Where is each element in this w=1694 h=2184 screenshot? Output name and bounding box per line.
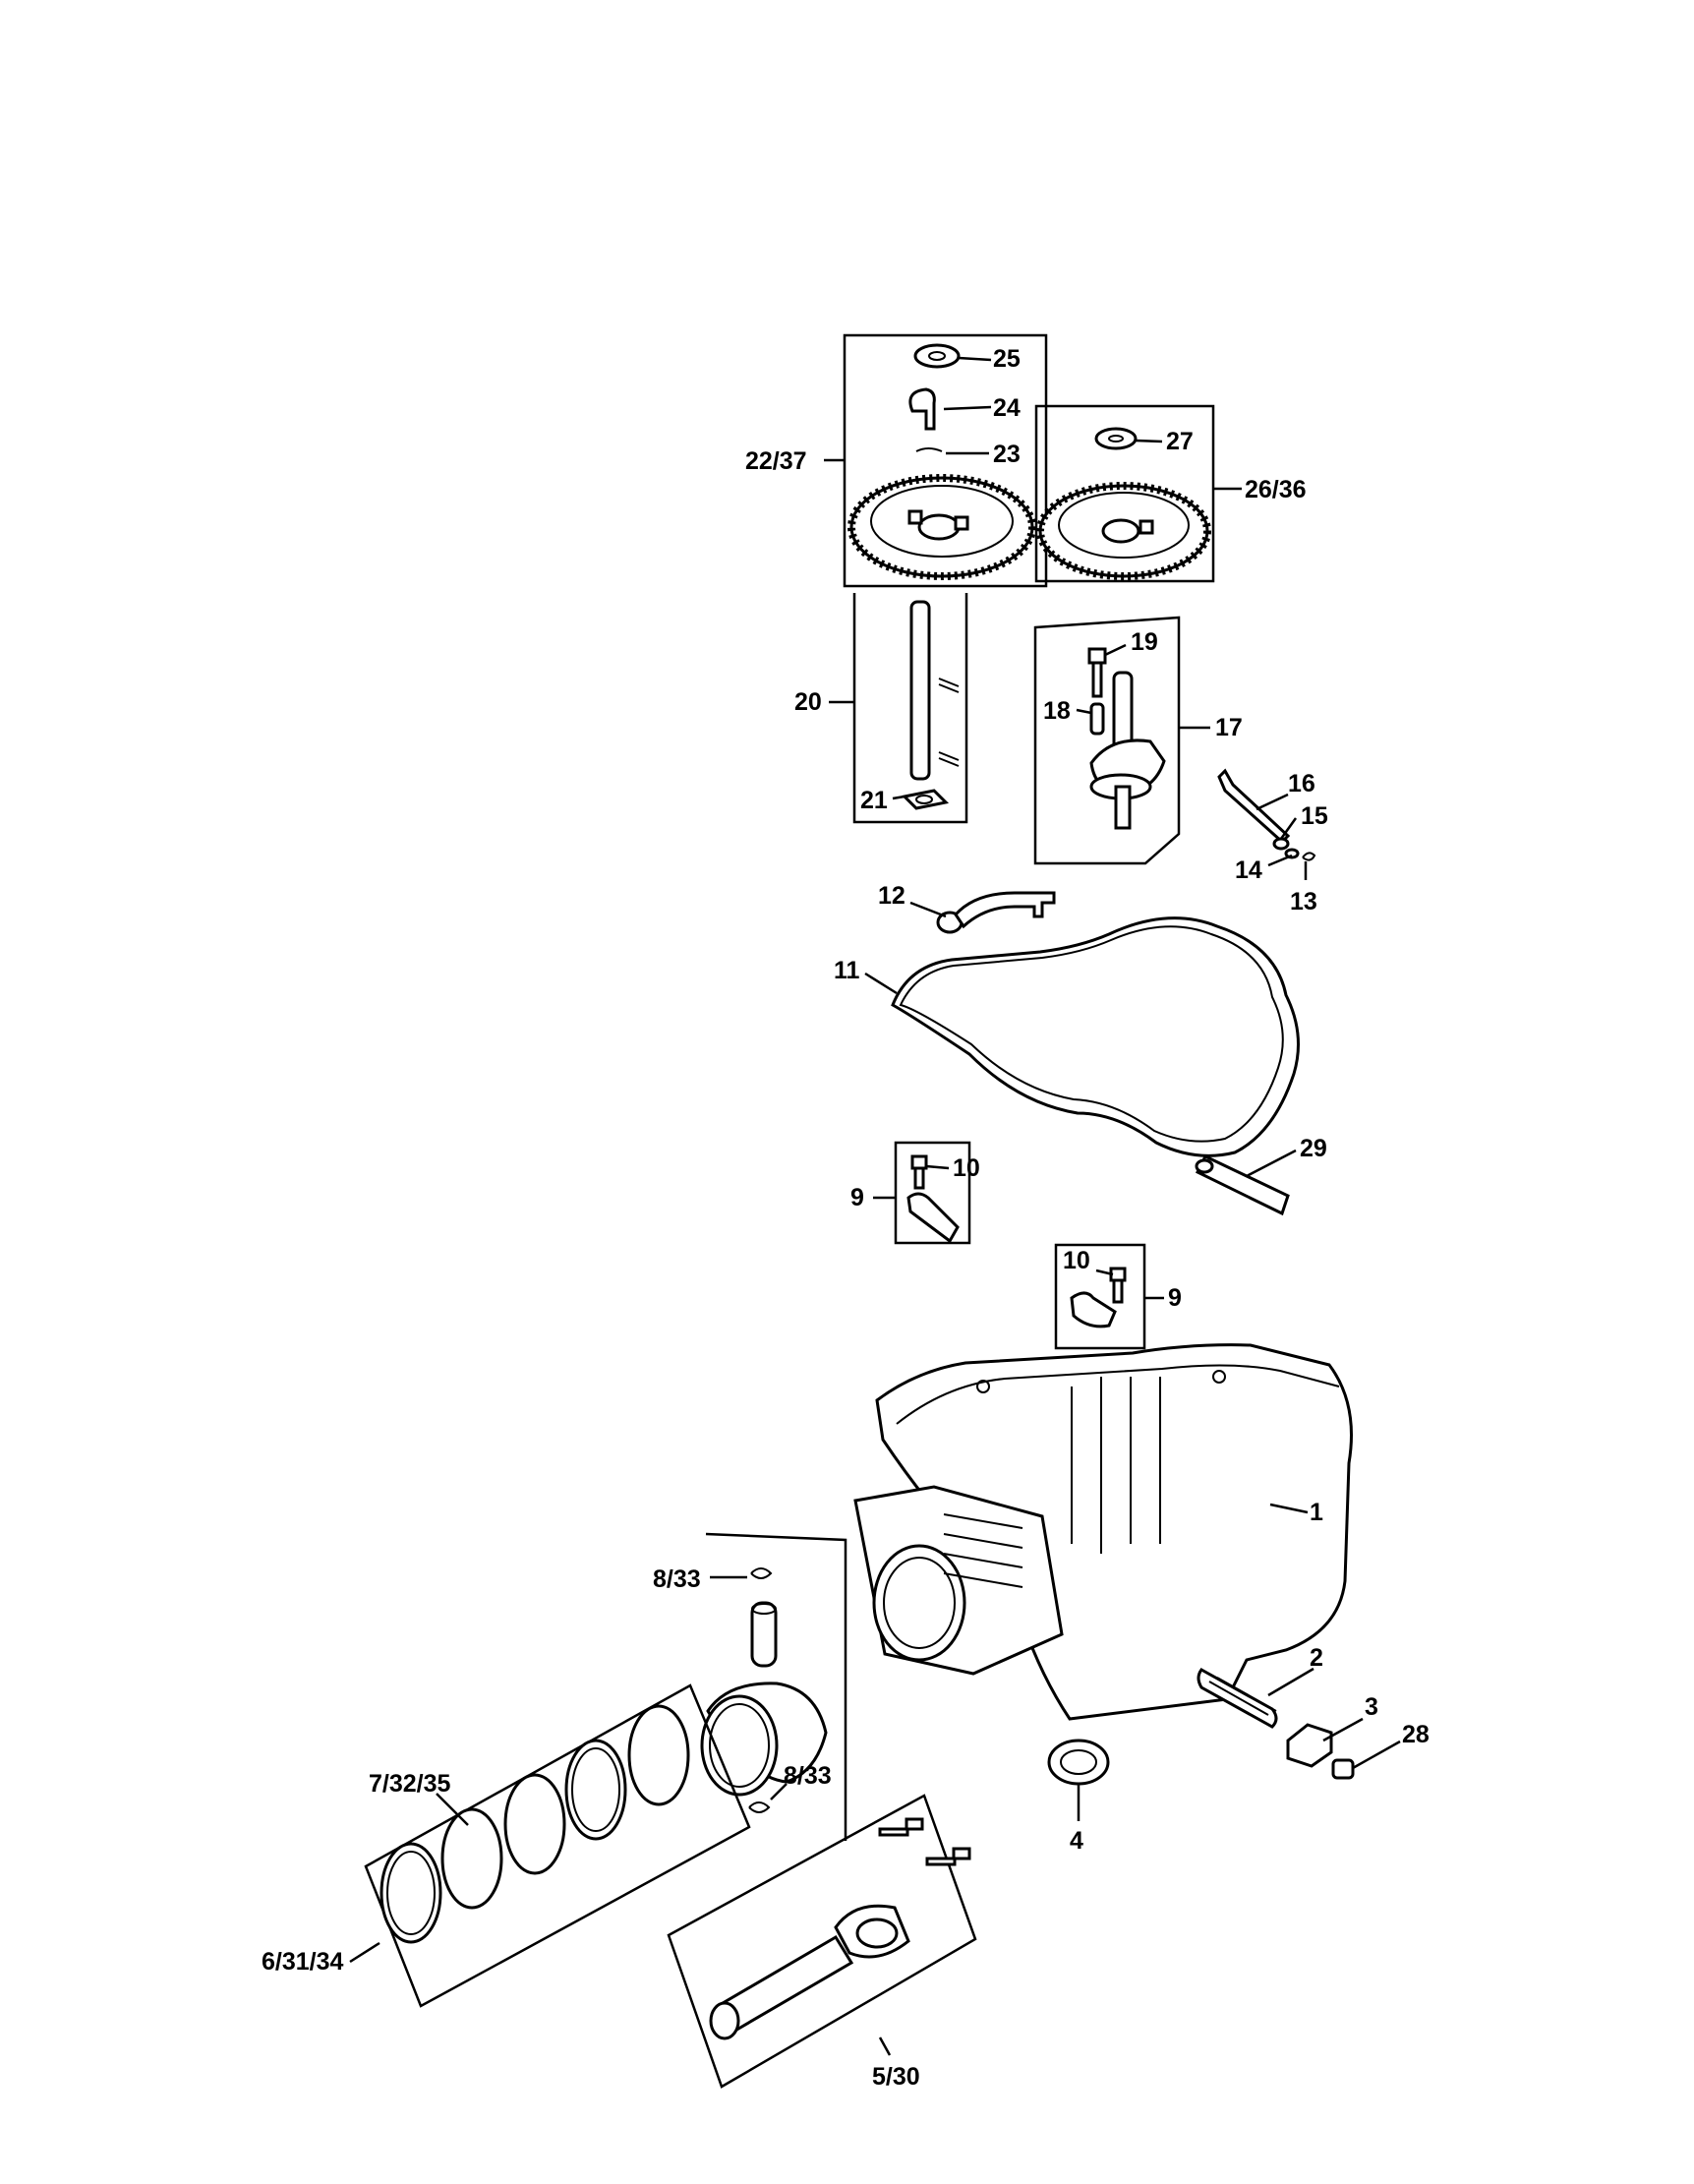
gasket-11 <box>891 916 1300 1157</box>
callout-9-left: 9 <box>850 1184 864 1211</box>
breather-tube-12 <box>936 891 1056 934</box>
washer-27 <box>1094 427 1138 450</box>
piston <box>700 1682 828 1797</box>
pin-18 <box>1089 702 1105 736</box>
callout-10-left: 10 <box>953 1154 980 1182</box>
snap-ring-8-33-bottom <box>748 1801 771 1813</box>
callout-22-37: 22/37 <box>745 447 807 475</box>
callout-5-30: 5/30 <box>872 2063 920 2091</box>
cam-gear-box-right <box>1034 404 1215 583</box>
callout-13: 13 <box>1290 888 1317 915</box>
clip-23 <box>915 447 943 452</box>
governor-box <box>1033 616 1181 865</box>
bracket-9-left <box>906 1192 960 1244</box>
oil-seal-4 <box>1047 1739 1110 1786</box>
callout-3: 3 <box>1365 1693 1378 1721</box>
callout-21: 21 <box>860 787 888 814</box>
plug-28 <box>1331 1758 1355 1780</box>
callout-1: 1 <box>1310 1499 1323 1526</box>
washer-25 <box>913 343 961 369</box>
callout-19: 19 <box>1131 628 1158 656</box>
callout-24: 24 <box>993 394 1021 422</box>
rod-bolts <box>878 1817 971 1866</box>
callout-16: 16 <box>1288 770 1315 797</box>
governor-17 <box>1089 671 1166 830</box>
callout-10-right: 10 <box>1063 1247 1090 1274</box>
lever-24 <box>908 387 936 431</box>
callout-26-36: 26/36 <box>1245 476 1307 503</box>
callout-8-33-top: 8/33 <box>653 1565 701 1593</box>
shaft-box <box>852 593 968 824</box>
callout-11: 11 <box>834 957 860 984</box>
callout-27: 27 <box>1166 428 1194 455</box>
callout-23: 23 <box>993 441 1021 468</box>
piston-pin <box>750 1601 778 1668</box>
snap-ring-8-33-top <box>750 1567 773 1579</box>
bolt-19 <box>1087 647 1107 698</box>
cam-gear-26 <box>1036 482 1211 580</box>
callout-14: 14 <box>1235 856 1262 884</box>
bracket-box-left <box>894 1141 971 1245</box>
cylinder-head-block <box>853 1485 1064 1676</box>
callout-29: 29 <box>1300 1135 1327 1162</box>
bracket-9-right <box>1070 1291 1117 1328</box>
callout-12: 12 <box>878 882 905 910</box>
callout-17: 17 <box>1215 714 1243 741</box>
connecting-rod <box>709 1904 910 2040</box>
callout-7-32-35: 7/32/35 <box>369 1770 451 1798</box>
callout-18: 18 <box>1043 697 1071 725</box>
callout-6-31-34: 6/31/34 <box>262 1948 344 1976</box>
tube-2 <box>1197 1668 1278 1729</box>
cam-gear-22 <box>847 474 1036 580</box>
callout-8-33-bottom: 8/33 <box>784 1762 832 1790</box>
cap-3 <box>1286 1723 1333 1768</box>
shaft-20 <box>909 600 960 781</box>
callout-4: 4 <box>1070 1827 1083 1855</box>
clip-13 <box>1302 852 1316 861</box>
spacer-29 <box>1195 1154 1290 1216</box>
callout-28: 28 <box>1402 1721 1430 1748</box>
piston-box <box>705 1532 847 1841</box>
callout-20: 20 <box>794 688 822 716</box>
washer-21 <box>901 789 950 810</box>
callout-9-right: 9 <box>1168 1284 1182 1312</box>
piston-rings <box>380 1704 690 1944</box>
callout-25: 25 <box>993 345 1021 373</box>
bolt-10-left <box>910 1154 928 1190</box>
bracket-box-right <box>1054 1243 1146 1350</box>
washer-15 <box>1272 837 1290 851</box>
governor-arm-16 <box>1217 768 1291 845</box>
connecting-rod-box <box>667 1794 977 2089</box>
callout-2: 2 <box>1310 1644 1323 1672</box>
callout-15: 15 <box>1301 802 1328 830</box>
